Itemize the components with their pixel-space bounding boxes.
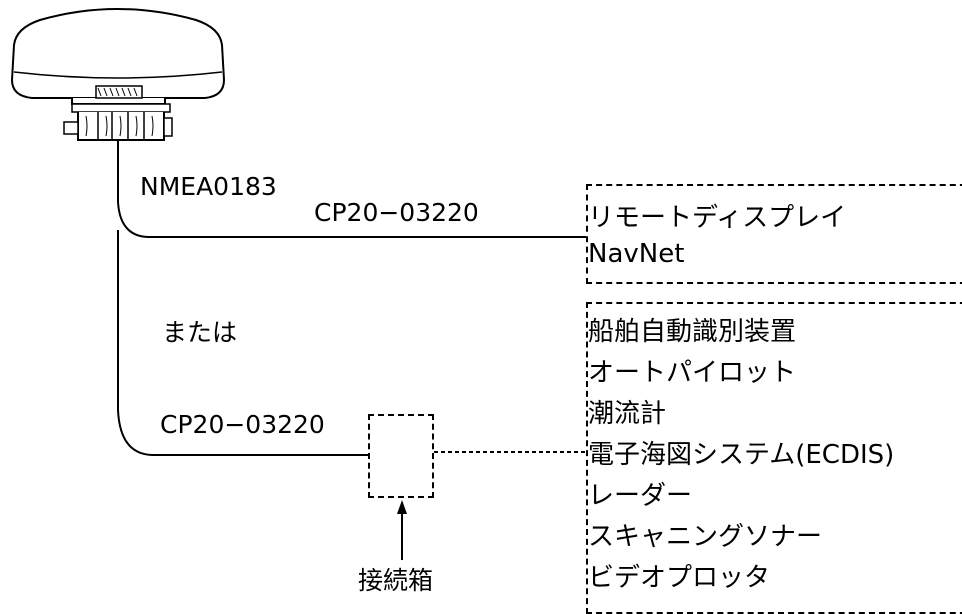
equipment-box-bottom: 船舶自動識別装置 オートパイロット 潮流計 電子海図システム(ECDIS) レー… bbox=[586, 302, 962, 614]
cable-nmea bbox=[117, 140, 586, 238]
junction-box-label: 接続箱 bbox=[358, 566, 434, 595]
equipment-box-top: リモートディスプレイ NavNet bbox=[586, 184, 962, 284]
list-item: 電子海図システム(ECDIS) bbox=[588, 440, 895, 470]
nmea-label: NMEA0183 bbox=[140, 172, 277, 201]
list-item: スキャニングソナー bbox=[588, 522, 823, 552]
list-item: 船舶自動識別装置 bbox=[588, 317, 797, 347]
junction-box bbox=[368, 414, 434, 498]
gps-antenna-icon bbox=[10, 8, 226, 141]
list-item: オートパイロット bbox=[588, 358, 797, 388]
wiring-diagram bbox=[10, 8, 586, 560]
list-item: ビデオプロッタ bbox=[588, 563, 771, 593]
cable-junction bbox=[117, 230, 368, 456]
list-item: リモートディスプレイ bbox=[588, 203, 847, 233]
arrow-up-icon bbox=[397, 500, 407, 560]
cable-top-label: CP20−03220 bbox=[314, 198, 479, 227]
or-label: または bbox=[162, 318, 238, 347]
list-item: レーダー bbox=[588, 481, 693, 511]
list-item: 潮流計 bbox=[588, 399, 667, 429]
list-item: NavNet bbox=[588, 239, 685, 269]
cable-bottom-label: CP20−03220 bbox=[160, 410, 325, 439]
